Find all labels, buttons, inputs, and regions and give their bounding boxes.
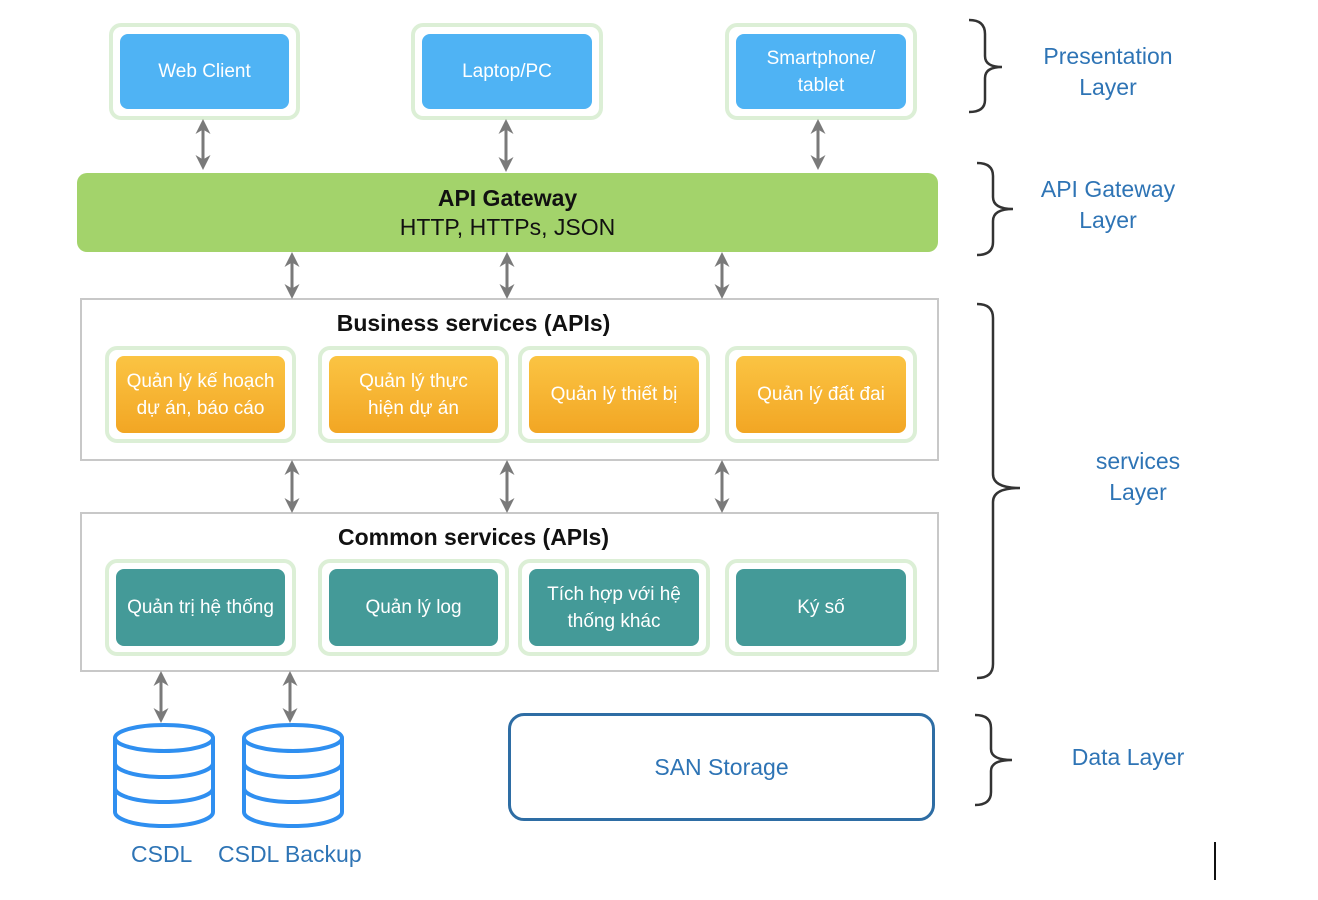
smartphone-tablet-box: Smartphone/ tablet	[736, 34, 906, 109]
api-gateway-title: API Gateway	[437, 185, 578, 211]
api-gateway-protocols: HTTP, HTTPs, JSON	[399, 214, 616, 240]
csdl-backup-database-icon	[242, 723, 344, 828]
presentation-layer-brace	[968, 18, 1003, 114]
common-service-system-admin: Quản trị hệ thống	[116, 569, 285, 646]
api-gateway-layer-label: API Gateway Layer	[1040, 176, 1176, 233]
business-service-land: Quản lý đất đai	[736, 356, 906, 433]
business-service-project-execution: Quản lý thực hiện dự án	[329, 356, 498, 433]
business-services-title: Business services (APIs)	[336, 310, 611, 336]
common-service-integration: Tích hợp với hệ thống khác	[529, 569, 699, 646]
common-services-title: Common services (APIs)	[338, 524, 609, 550]
san-storage-box: SAN Storage	[508, 713, 935, 821]
data-layer-label: Data Layer	[1071, 744, 1185, 770]
common-service-log: Quản lý log	[329, 569, 498, 646]
web-client-box: Web Client	[120, 34, 289, 109]
services-layer-label: services Layer	[1095, 448, 1181, 505]
laptop-pc-box: Laptop/PC	[422, 34, 592, 109]
api-gateway-layer-brace	[976, 161, 1014, 257]
business-service-project-planning: Quản lý kế hoạch dự án, báo cáo	[116, 356, 285, 433]
services-layer-brace	[976, 302, 1021, 680]
csdl-backup-label: CSDL Backup	[218, 841, 362, 867]
csdl-database-icon	[113, 723, 215, 828]
presentation-layer-label: Presentation Layer	[1043, 43, 1173, 100]
csdl-label: CSDL	[131, 841, 193, 867]
business-service-equipment: Quản lý thiết bị	[529, 356, 699, 433]
api-gateway-bar: API Gateway HTTP, HTTPs, JSON	[77, 173, 938, 252]
common-service-digital-signature: Ký số	[736, 569, 906, 646]
data-layer-brace	[974, 713, 1013, 807]
